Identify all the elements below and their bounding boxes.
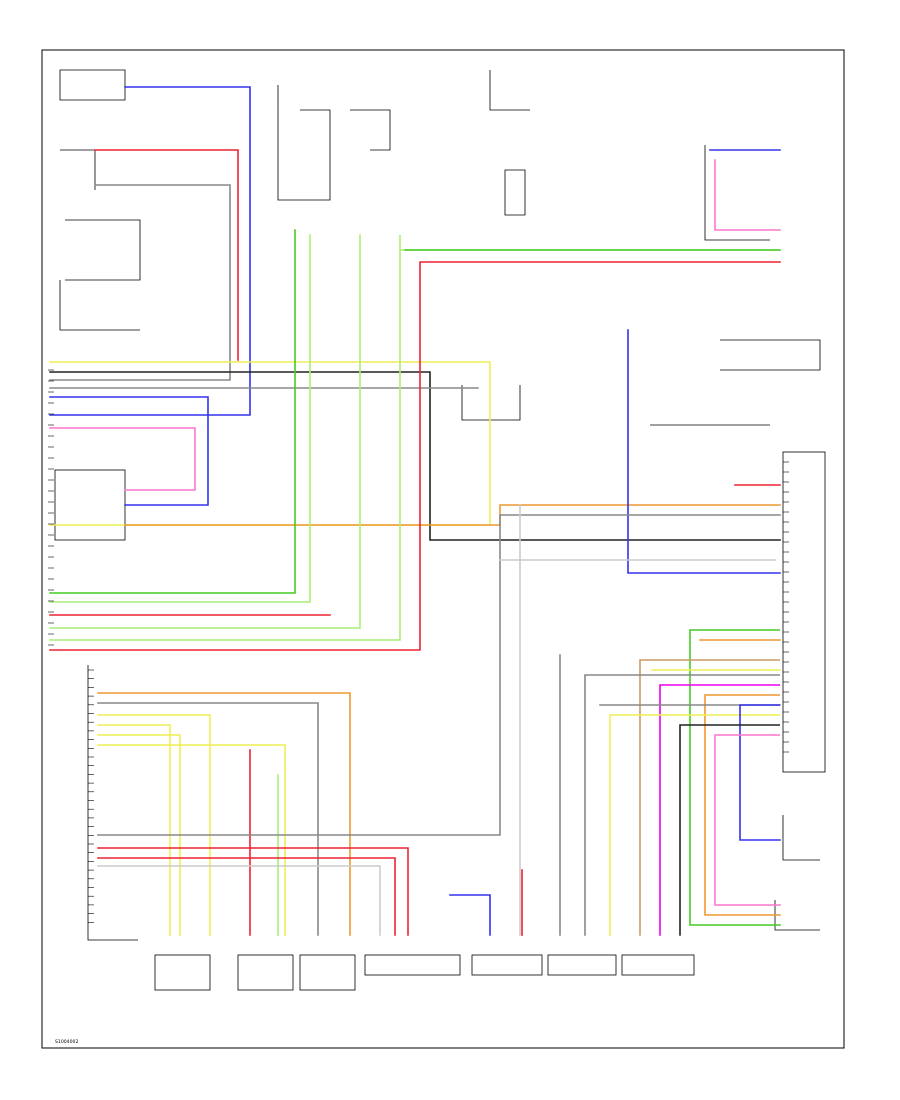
wire-magenta-39	[659, 684, 780, 936]
wire-green-9	[49, 229, 296, 594]
wire-red-29	[97, 847, 409, 936]
wires	[49, 86, 781, 936]
wire-blue-18	[627, 329, 781, 574]
wire-pink-45	[714, 734, 781, 906]
cushion-sensor-switch	[60, 149, 96, 190]
left-front-connector-box	[774, 900, 820, 931]
wire-gray-28	[97, 514, 781, 836]
diagram-frame	[41, 49, 845, 1049]
wire-pink-17	[714, 159, 781, 231]
wire-yellow-25	[97, 744, 286, 936]
left-rear-curtain-sensor-box	[547, 954, 617, 976]
left-buckle-box	[59, 280, 140, 331]
wire-pink-7	[49, 427, 196, 491]
wire-red-30	[97, 857, 396, 936]
wire-tan-36	[639, 659, 780, 936]
wire-gray-2	[49, 184, 231, 381]
left-rear-sensor-box	[704, 145, 770, 241]
component-boxes	[54, 69, 826, 991]
left-front-pretensioner-box	[277, 85, 331, 201]
airbag-sensor-assembly-box	[87, 665, 138, 941]
pin-markers	[48, 369, 789, 923]
wire-yellow-24	[97, 734, 181, 936]
occupant-classification-box	[54, 469, 126, 541]
wire-lightgreen-13	[49, 235, 781, 641]
right-front-side-sensor-box	[364, 954, 461, 976]
wire-blue-43	[739, 704, 781, 841]
wire-blue-32	[449, 894, 491, 936]
right-rear-side-sensor-box	[471, 954, 543, 976]
wire-gray-38	[584, 674, 780, 936]
wire-yellow-41	[609, 714, 780, 936]
wire-yellow-22	[97, 714, 211, 936]
wire-orange-40	[704, 694, 781, 916]
front-passenger-airbag-box	[299, 954, 356, 991]
wire-red-14	[49, 261, 781, 651]
top-left-module-box	[59, 69, 126, 101]
top-middle-switch-box	[489, 70, 530, 111]
wire-orange-20	[97, 692, 351, 936]
right-front-seat-belt-box	[720, 339, 821, 371]
wire-lightgreen-10	[49, 234, 311, 603]
wire-black-44	[679, 724, 780, 936]
wire-yellow-3	[49, 361, 491, 526]
wire-blue-0	[49, 86, 251, 416]
wire-green-34	[689, 629, 781, 926]
buckle-switch-box	[350, 109, 391, 151]
left-seat-sensor-box	[65, 219, 141, 281]
wire-red-1	[94, 149, 239, 361]
right-seat-buckle-box	[461, 385, 521, 421]
wire-lightgray-31	[97, 865, 381, 936]
wire-blue-6	[49, 396, 209, 506]
right-connector-block	[782, 451, 826, 773]
footer-code: S1004002	[55, 1039, 78, 1045]
wire-lightgreen-12	[49, 234, 361, 629]
right-curtain-airbag-box	[154, 954, 211, 991]
right-center-connector-box	[782, 815, 820, 861]
relay-box	[504, 169, 526, 216]
wire-black-4	[49, 371, 781, 541]
right-rear-curtain-sensor-box	[621, 954, 695, 976]
right-side-airbag-box	[237, 954, 294, 991]
wire-yellow-23	[97, 724, 171, 936]
